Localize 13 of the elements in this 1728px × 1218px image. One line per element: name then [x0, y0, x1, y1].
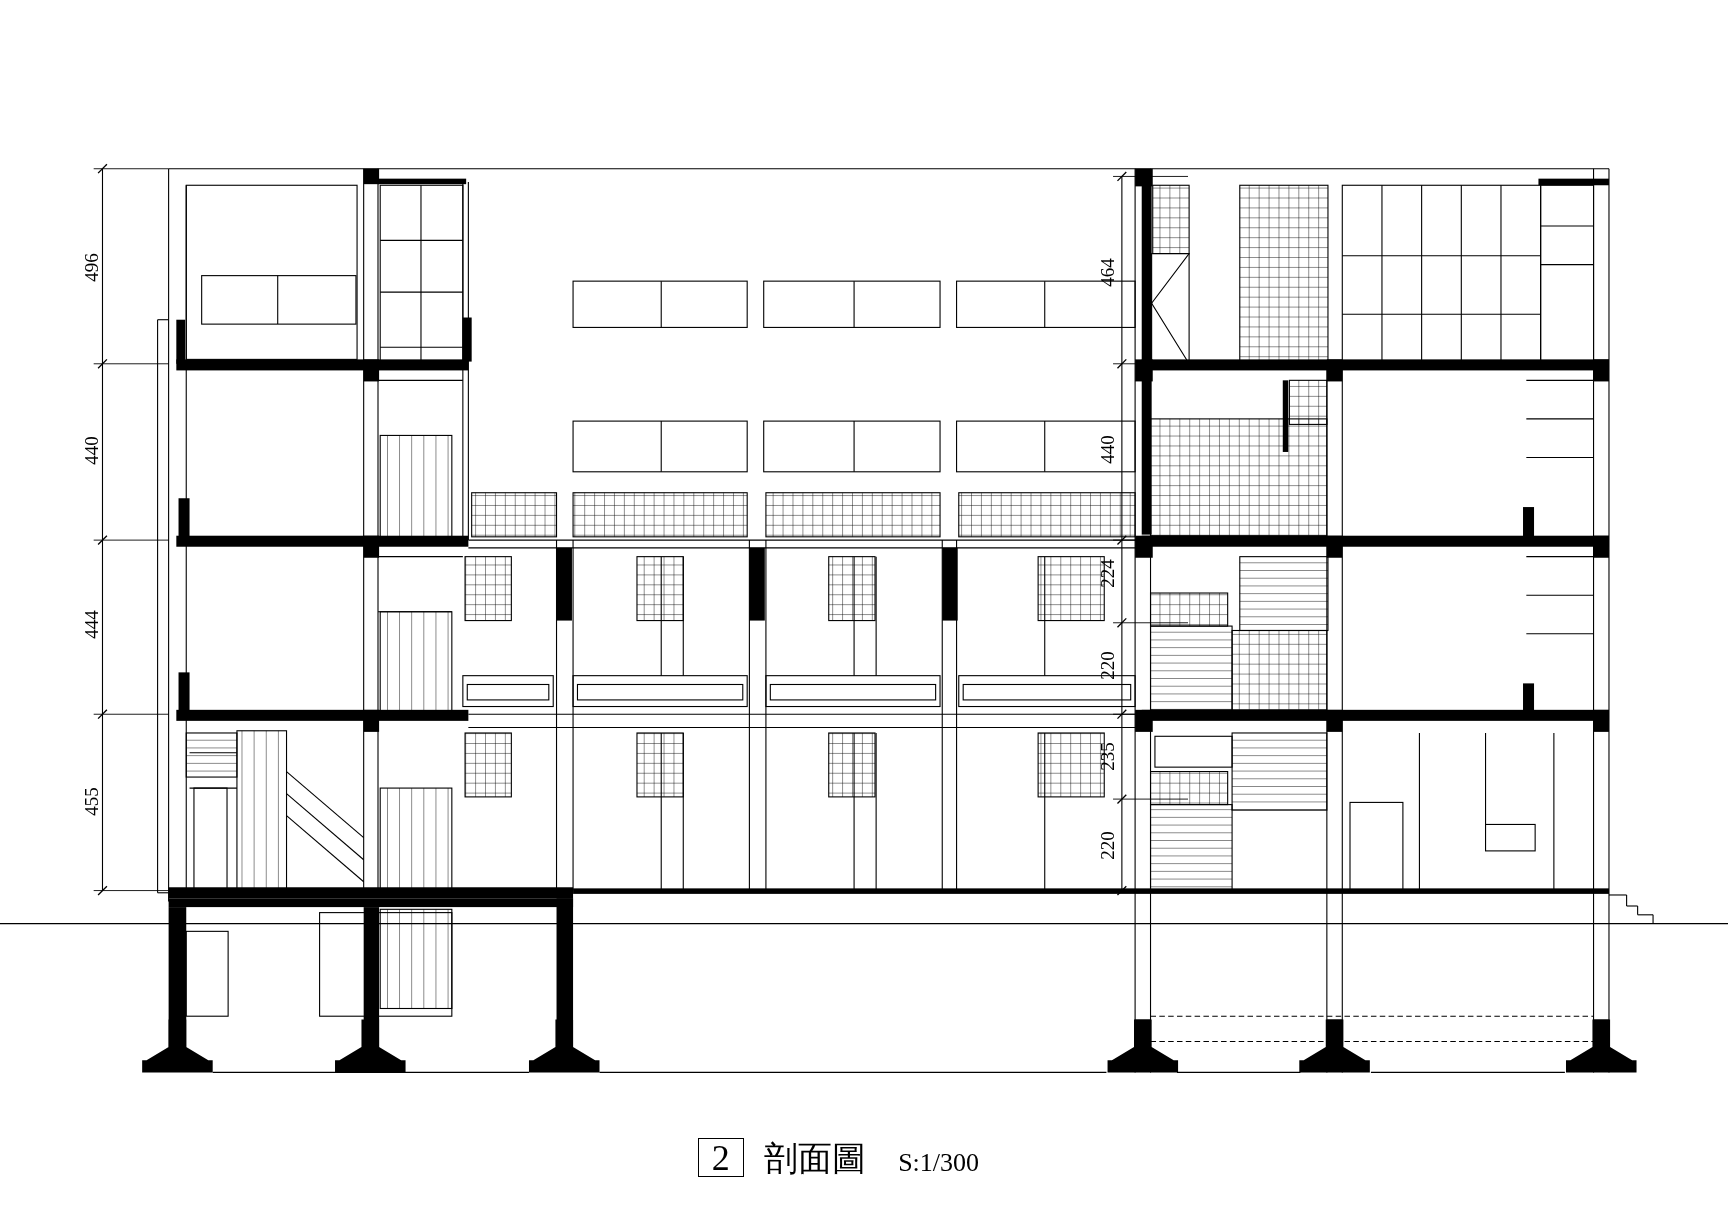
- dimension-label: 444: [81, 610, 101, 640]
- dimension-label: 224: [1097, 558, 1117, 588]
- scale-label: S:1/300: [898, 1149, 980, 1176]
- dimension-label: 464: [1097, 257, 1117, 287]
- drawing-title: 剖面圖: [763, 1142, 866, 1177]
- dimension-label: 440: [1097, 435, 1117, 464]
- dimension-label: 496: [81, 253, 101, 283]
- number-box: 2: [697, 1138, 744, 1177]
- dimension-label: 455: [81, 786, 101, 816]
- dimension-label: 235: [1097, 741, 1117, 771]
- dimension-label: 220: [1097, 831, 1117, 860]
- dimension-label: 440: [81, 436, 101, 465]
- dimension-label: 220: [1097, 651, 1117, 680]
